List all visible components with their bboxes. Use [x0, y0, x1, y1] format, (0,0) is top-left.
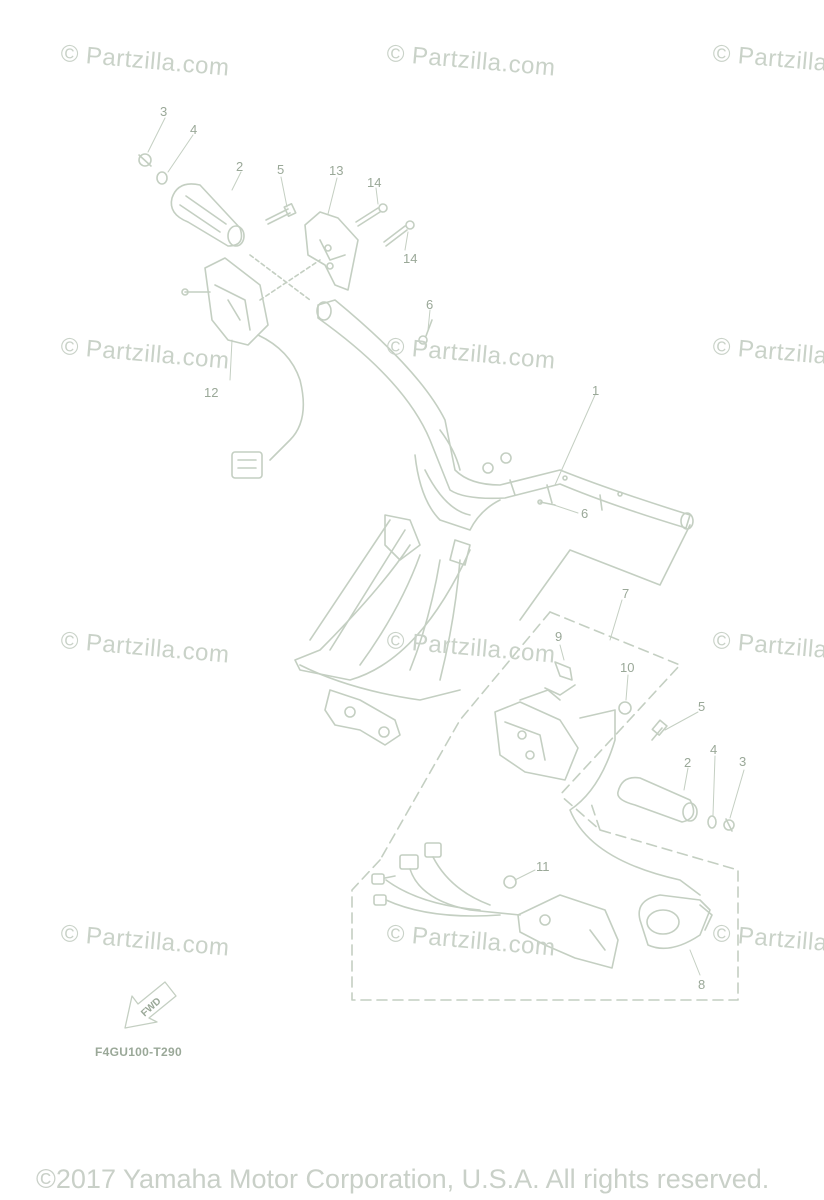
right-grip: [617, 776, 698, 823]
callout-12[interactable]: 12: [204, 385, 219, 400]
left-screw: [265, 202, 297, 225]
diagram-code: F4GU100-T290: [95, 1045, 182, 1059]
callout-11[interactable]: 11: [536, 859, 550, 874]
copyright-notice: ©2017 Yamaha Motor Corporation, U.S.A. A…: [36, 1164, 770, 1194]
callout-4[interactable]: 4: [190, 122, 198, 137]
callout-7[interactable]: 7: [622, 586, 630, 601]
callout-4[interactable]: 4: [710, 742, 718, 757]
callout-10[interactable]: 10: [620, 660, 635, 675]
right-bar-end: [707, 815, 735, 832]
holder-screws: [355, 203, 415, 247]
handlebar-cover: [294, 454, 501, 746]
callout-2[interactable]: 2: [236, 159, 244, 174]
part-10: [618, 701, 632, 715]
callout-2[interactable]: 2: [684, 755, 692, 770]
part-11: [503, 875, 517, 889]
callout-6[interactable]: 6: [426, 297, 434, 312]
fwd-arrow-icon: [124, 981, 177, 1029]
callout-14[interactable]: 14: [403, 251, 418, 266]
part-8: [638, 894, 713, 950]
upper-bolt: [418, 319, 433, 345]
assembly-box-7: [549, 611, 681, 796]
callout-13[interactable]: 13: [329, 163, 344, 178]
switch-holder: [304, 211, 359, 291]
callout-9[interactable]: 9: [555, 629, 563, 644]
callout-6[interactable]: 6: [581, 506, 589, 521]
callout-3[interactable]: 3: [160, 104, 168, 119]
callout-8[interactable]: 8: [698, 977, 706, 992]
handlebar-part: [316, 299, 694, 530]
wiring-harness: [371, 842, 521, 917]
left-switch: [181, 257, 305, 479]
callout-3[interactable]: 3: [739, 754, 747, 769]
callout-5[interactable]: 5: [277, 162, 285, 177]
lower-pin: [537, 499, 556, 506]
right-screw: [651, 719, 668, 741]
part-9: [554, 661, 573, 681]
right-switch-housing: [494, 684, 579, 781]
left-bar-end: [138, 153, 168, 185]
callout-1[interactable]: 1: [592, 383, 600, 398]
throttle-housing: [517, 894, 619, 969]
callout-5[interactable]: 5: [698, 699, 706, 714]
callout-14[interactable]: 14: [367, 175, 382, 190]
left-grip: [170, 183, 245, 247]
